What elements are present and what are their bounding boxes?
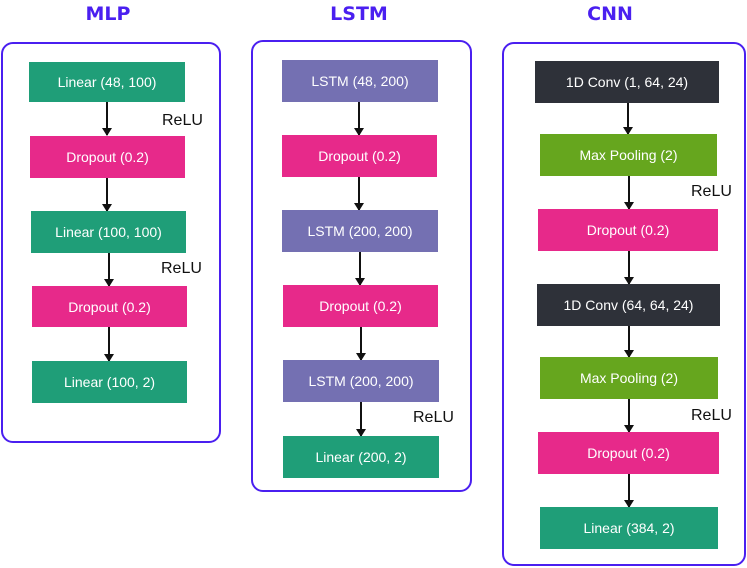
lstm-title: LSTM — [330, 3, 388, 25]
lstm-layer-lstm-3: LSTM (200, 200) — [283, 360, 439, 402]
cnn-arrow-2 — [624, 176, 634, 210]
cnn-relu-2: ReLU — [691, 407, 732, 424]
mlp-title: MLP — [85, 3, 131, 25]
mlp-relu-1: ReLU — [162, 112, 203, 129]
cnn-arrow-5 — [624, 399, 634, 433]
cnn-layer-pool-2: Max Pooling (2) — [540, 357, 718, 399]
cnn-arrow-4 — [624, 326, 634, 358]
lstm-layer-dropout-2: Dropout (0.2) — [283, 285, 438, 327]
lstm-arrow-4 — [356, 327, 366, 361]
lstm-layer-lstm-1: LSTM (48, 200) — [282, 60, 438, 102]
lstm-layer-linear-1: Linear (200, 2) — [283, 436, 439, 478]
mlp-layer-dropout-1: Dropout (0.2) — [30, 136, 185, 178]
cnn-layer-conv-2: 1D Conv (64, 64, 24) — [537, 284, 720, 326]
mlp-arrow-4 — [104, 327, 114, 362]
mlp-relu-2: ReLU — [161, 260, 202, 277]
mlp-arrow-2 — [102, 178, 112, 212]
cnn-arrow-6 — [624, 474, 634, 508]
cnn-layer-linear-1: Linear (384, 2) — [540, 507, 718, 549]
cnn-title: CNN — [587, 3, 633, 25]
cnn-layer-dropout-2: Dropout (0.2) — [538, 432, 719, 474]
mlp-arrow-1 — [102, 102, 112, 136]
lstm-arrow-1 — [354, 102, 364, 136]
mlp-layer-linear-2: Linear (100, 100) — [31, 211, 186, 253]
cnn-arrow-3 — [624, 251, 634, 285]
mlp-layer-linear-1: Linear (48, 100) — [29, 62, 185, 102]
lstm-arrow-3 — [355, 252, 365, 286]
lstm-layer-lstm-2: LSTM (200, 200) — [282, 210, 438, 252]
cnn-relu-1: ReLU — [691, 183, 732, 200]
cnn-layer-pool-1: Max Pooling (2) — [540, 134, 717, 176]
mlp-arrow-3 — [104, 253, 114, 287]
cnn-layer-conv-1: 1D Conv (1, 64, 24) — [535, 61, 719, 103]
mlp-layer-dropout-2: Dropout (0.2) — [32, 286, 187, 327]
mlp-layer-linear-3: Linear (100, 2) — [32, 361, 187, 403]
lstm-arrow-5 — [356, 402, 366, 437]
lstm-relu-1: ReLU — [413, 409, 454, 426]
lstm-arrow-2 — [354, 177, 364, 211]
lstm-layer-dropout-1: Dropout (0.2) — [282, 135, 437, 177]
cnn-layer-dropout-1: Dropout (0.2) — [538, 209, 718, 251]
cnn-arrow-1 — [623, 103, 633, 135]
